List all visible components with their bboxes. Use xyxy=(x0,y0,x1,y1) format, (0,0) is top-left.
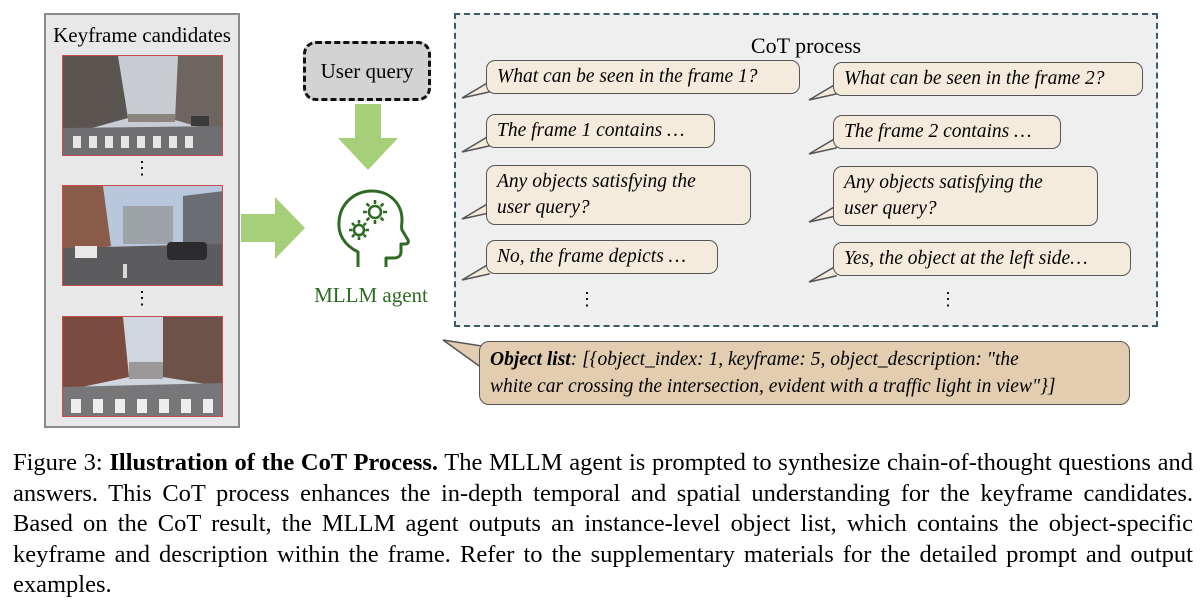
frame-ellipsis: ⋮ xyxy=(133,288,151,308)
arrow-down-icon xyxy=(338,104,398,170)
cot-answer-frame-2: The frame 2 contains … xyxy=(833,115,1061,149)
cot-ellipsis-right: ⋮ xyxy=(939,289,957,309)
caption-prefix: Figure 3: xyxy=(13,449,110,476)
bubble-tail xyxy=(442,339,484,370)
keyframe-image-3 xyxy=(62,316,223,417)
keyframe-panel-title: Keyframe candidates xyxy=(53,23,231,47)
caption-lead: Illustration of the CoT Process. xyxy=(109,449,439,476)
cot-result-frame-1: No, the frame depicts … xyxy=(486,240,718,274)
cot-query-check-frame-1: Any objects satisfying the user query? xyxy=(486,165,751,225)
arrow-to-agent-icon xyxy=(241,197,305,259)
object-list-output: Object list: [{object_index: 1, keyframe… xyxy=(479,341,1130,405)
cot-answer-frame-1: The frame 1 contains … xyxy=(486,114,715,148)
cot-ellipsis-left: ⋮ xyxy=(578,289,596,309)
user-query-box: User query xyxy=(303,41,431,101)
frame-ellipsis: ⋮ xyxy=(133,158,151,178)
keyframe-image-1 xyxy=(62,55,223,156)
object-list-line-1: : [{object_index: 1, keyframe: 5, object… xyxy=(570,349,1019,370)
cot-question-frame-2: What can be seen in the frame 2? xyxy=(833,62,1143,96)
figure-caption: Figure 3: Illustration of the CoT Proces… xyxy=(13,448,1193,601)
keyframe-candidates-panel: Keyframe candidates ⋮ xyxy=(44,13,240,428)
keyframe-image-2 xyxy=(62,185,223,286)
head-with-gears-icon xyxy=(337,189,410,267)
agent-label: MLLM agent xyxy=(314,283,428,307)
cot-query-check-frame-2: Any objects satisfying the user query? xyxy=(833,166,1098,226)
user-query-label: User query xyxy=(320,58,414,83)
object-list-line-2: white car crossing the intersection, evi… xyxy=(490,376,1056,397)
cot-process-title: CoT process xyxy=(750,33,862,58)
object-list-label: Object list xyxy=(490,349,571,370)
caption-body: The MLLM agent is prompted to synthesize… xyxy=(13,449,1193,598)
cot-question-frame-1: What can be seen in the frame 1? xyxy=(486,60,800,94)
cot-result-frame-2: Yes, the object at the left side… xyxy=(833,242,1131,276)
